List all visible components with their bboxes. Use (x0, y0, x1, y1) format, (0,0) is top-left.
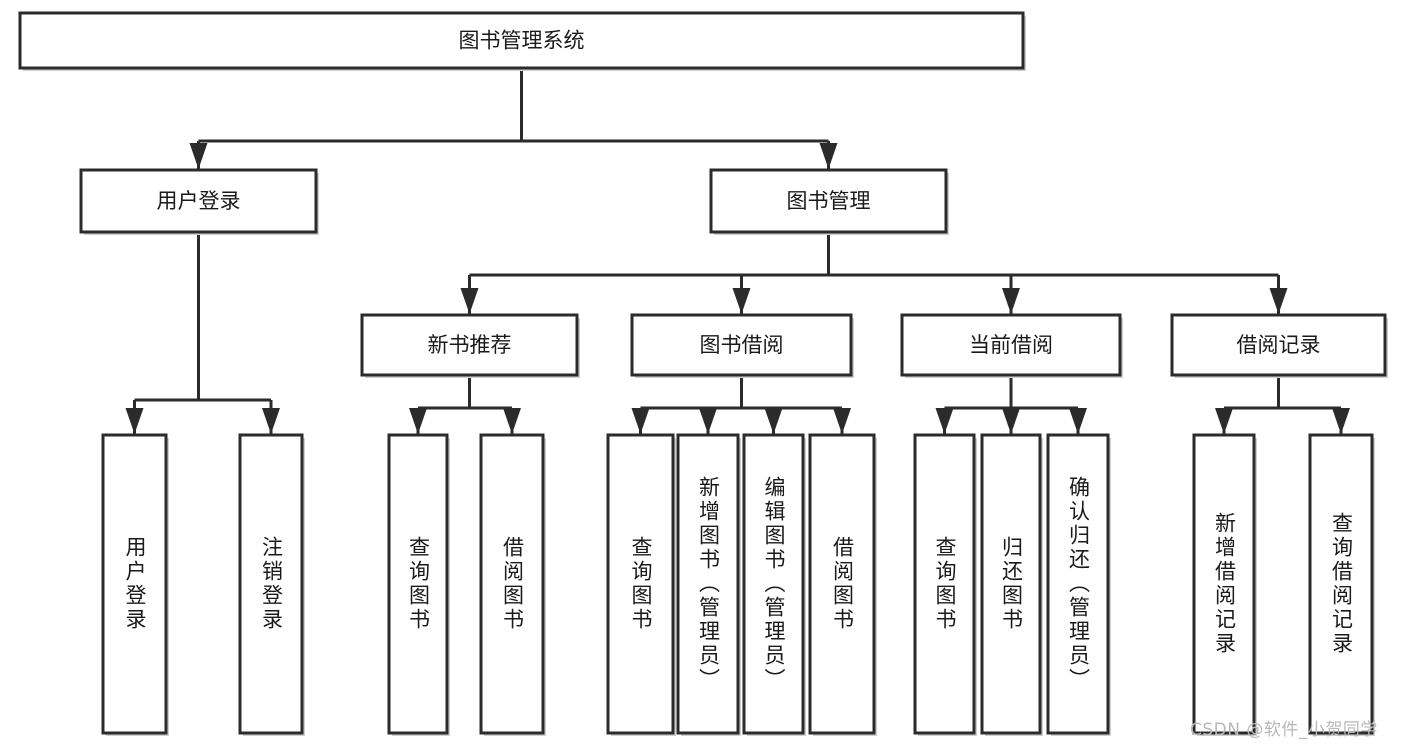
node-root[interactable] (18, 11, 1026, 71)
node-leaf-borrow-book-rec[interactable] (479, 433, 546, 736)
node-label-new-book-rec: 新书推荐 (428, 333, 512, 357)
node-label-current-borrow: 当前借阅 (969, 333, 1053, 357)
csdn-watermark: CSDN @软件_小贺同学 (1190, 720, 1378, 740)
arrow-head-icon (262, 408, 280, 434)
arrow-head-icon (631, 408, 650, 434)
node-leaf-borrow-book[interactable] (808, 433, 877, 736)
node-leaf-confirm-return[interactable] (1046, 433, 1111, 736)
arrow-head-icon (503, 408, 521, 434)
connector-lines (125, 68, 1350, 434)
arrow-head-icon (1215, 408, 1233, 434)
node-box-book-borrow[interactable] (630, 313, 853, 377)
node-box-leaf-confirm-return[interactable] (1046, 433, 1110, 735)
node-box-leaf-return-book[interactable] (980, 433, 1042, 735)
arrow-head-icon (732, 288, 751, 314)
node-borrow-record[interactable] (1170, 313, 1388, 378)
node-box-leaf-user-logout[interactable] (238, 433, 304, 735)
arrow-head-icon (409, 408, 427, 434)
node-box-current-borrow[interactable] (900, 313, 1122, 377)
node-label-book-borrow: 图书借阅 (700, 333, 784, 357)
node-book-manage[interactable] (709, 168, 949, 235)
node-label-user-login: 用户登录 (157, 189, 241, 213)
node-box-root[interactable] (18, 11, 1025, 70)
node-box-leaf-query-book-current[interactable] (913, 433, 976, 735)
node-leaf-add-record[interactable] (1192, 433, 1257, 736)
arrow-head-icon (125, 408, 144, 434)
node-leaf-query-book-rec[interactable] (387, 433, 450, 736)
node-label-root: 图书管理系统 (459, 29, 585, 53)
node-box-leaf-borrow-book-rec[interactable] (479, 433, 545, 735)
node-leaf-query-book-borrow[interactable] (606, 433, 676, 736)
node-book-borrow[interactable] (630, 313, 854, 378)
node-leaf-return-book[interactable] (980, 433, 1043, 736)
arrow-head-icon (1332, 408, 1350, 434)
node-box-leaf-add-book[interactable] (676, 433, 740, 735)
node-box-leaf-borrow-book[interactable] (808, 433, 876, 735)
arrow-head-icon (1002, 288, 1020, 314)
arrow-head-icon (699, 408, 717, 434)
node-leaf-user-login[interactable] (101, 433, 169, 736)
arrow-head-icon (935, 408, 954, 434)
arrow-head-icon (189, 143, 208, 169)
node-leaf-user-logout[interactable] (238, 433, 305, 736)
node-box-leaf-query-book-borrow[interactable] (606, 433, 675, 735)
node-label-book-manage: 图书管理 (787, 189, 871, 213)
node-user-login[interactable] (79, 168, 319, 235)
arrow-head-icon (460, 288, 479, 314)
arrow-head-icon (1002, 408, 1020, 434)
arrow-head-icon (764, 408, 783, 434)
arrow-head-icon (833, 408, 851, 434)
node-current-borrow[interactable] (900, 313, 1123, 378)
node-new-book-rec[interactable] (360, 313, 580, 378)
node-box-book-manage[interactable] (709, 168, 948, 234)
node-box-leaf-query-book-rec[interactable] (387, 433, 449, 735)
node-leaf-add-book[interactable] (676, 433, 741, 736)
arrow-head-icon (1069, 408, 1087, 434)
node-label-borrow-record: 借阅记录 (1237, 333, 1321, 357)
node-box-user-login[interactable] (79, 168, 318, 234)
node-box-leaf-query-record[interactable] (1308, 433, 1374, 735)
node-box-leaf-user-login[interactable] (101, 433, 168, 735)
arrow-head-icon (1269, 288, 1288, 314)
node-box-leaf-add-record[interactable] (1192, 433, 1256, 735)
node-box-leaf-edit-book[interactable] (742, 433, 805, 735)
node-leaf-query-record[interactable] (1308, 433, 1375, 736)
node-leaf-edit-book[interactable] (742, 433, 806, 736)
node-box-borrow-record[interactable] (1170, 313, 1387, 377)
node-leaf-query-book-current[interactable] (913, 433, 977, 736)
arrow-head-icon (819, 143, 838, 169)
node-box-new-book-rec[interactable] (360, 313, 579, 377)
